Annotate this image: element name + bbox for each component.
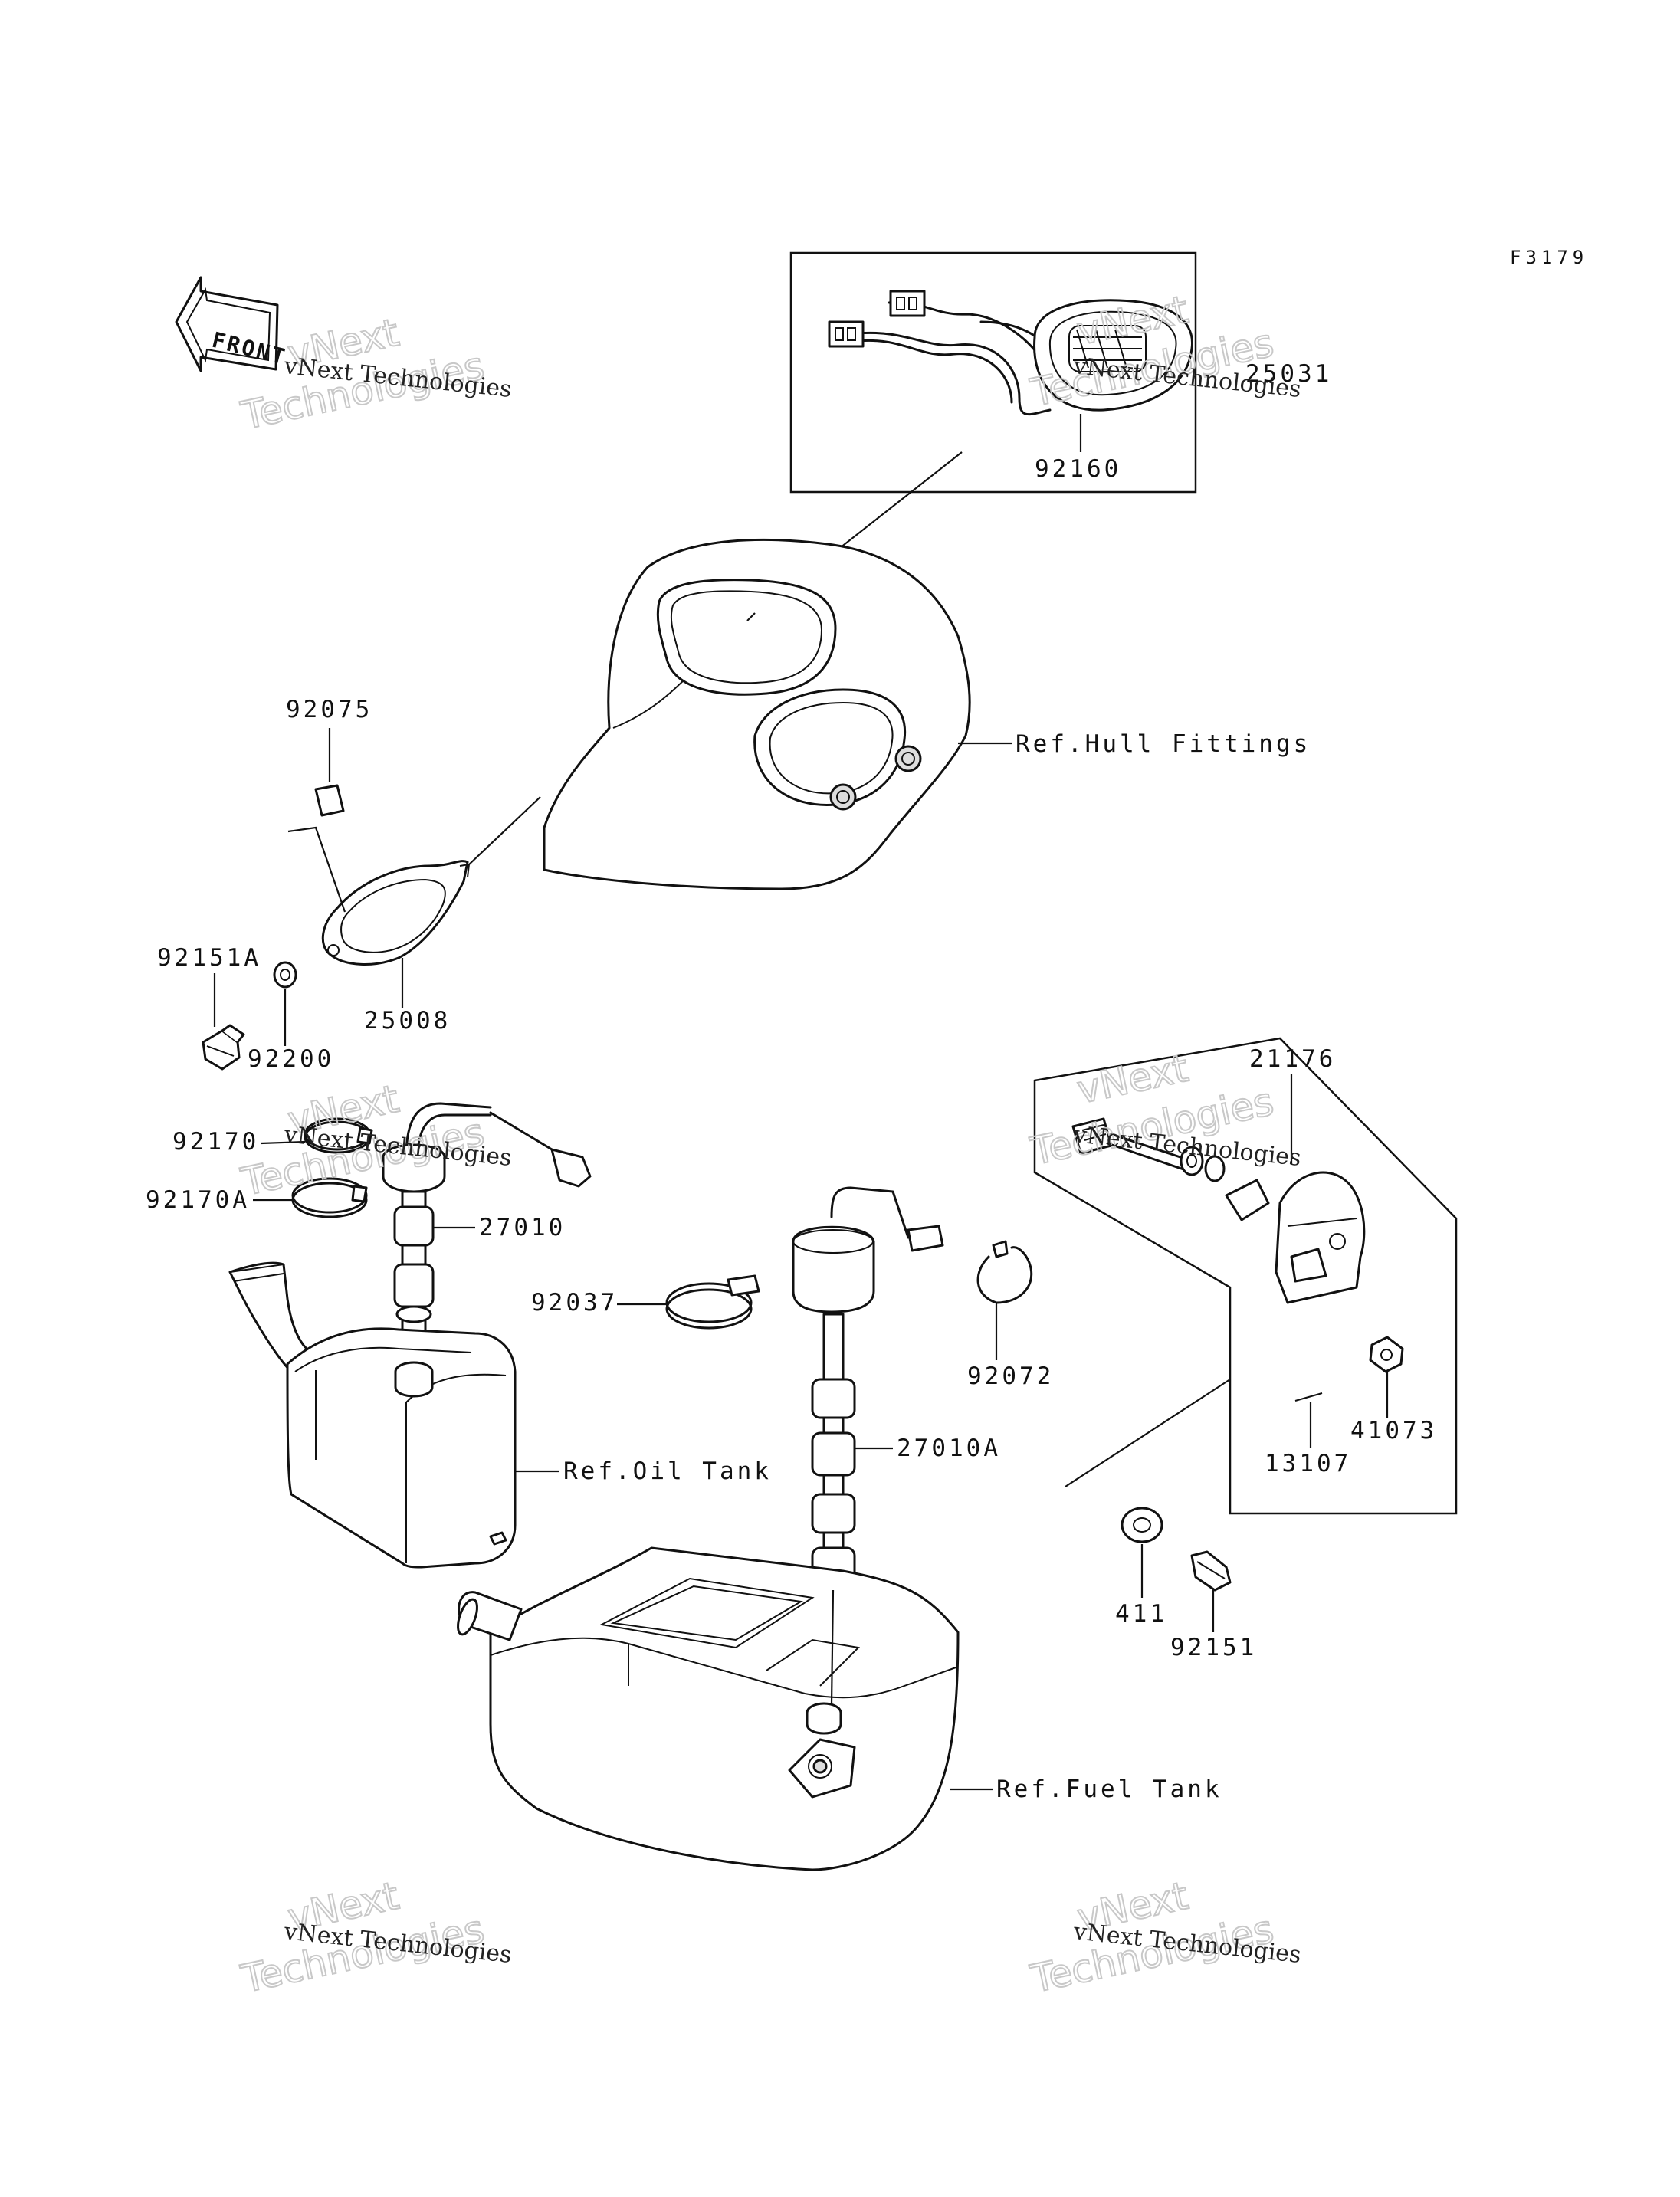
label-21176: 21176 [1249, 1045, 1336, 1073]
label-92170: 92170 [172, 1128, 259, 1156]
ref-hull-fittings: Ref.Hull Fittings [1016, 730, 1311, 758]
ref-fuel-tank: Ref.Fuel Tank [996, 1776, 1222, 1803]
fuel-sensor-27010a [792, 1186, 944, 1607]
pad-92075-icon [314, 784, 345, 817]
nut-41073-icon [1369, 1336, 1404, 1373]
label-25008: 25008 [364, 1007, 451, 1035]
label-41073: 41073 [1350, 1417, 1437, 1444]
watermark-6: vNext Technologies vNext Technologies [1025, 1873, 1302, 2002]
front-arrow-icon: FRONT [175, 276, 290, 372]
label-92037: 92037 [531, 1289, 618, 1317]
oil-sensor-27010 [382, 1102, 592, 1346]
label-25031: 25031 [1245, 360, 1332, 388]
label-92072: 92072 [967, 1362, 1054, 1390]
pin-13107-icon [1294, 1392, 1323, 1402]
label-92170a: 92170A [146, 1186, 250, 1214]
label-13107: 13107 [1265, 1450, 1351, 1477]
label-92200: 92200 [248, 1045, 334, 1073]
watermark-1: vNext Technologies vNext Technologies [236, 310, 513, 439]
clamp-92170-icon [304, 1117, 373, 1154]
fuel-tank [457, 1546, 960, 1871]
label-411: 411 [1115, 1600, 1167, 1628]
label-92151: 92151 [1170, 1634, 1257, 1661]
meter-unit-icon [1033, 299, 1194, 412]
label-92075: 92075 [286, 696, 372, 723]
meter-inset-box [789, 251, 1197, 494]
hull-console [543, 538, 971, 890]
bolt-92151a-icon [202, 1024, 245, 1071]
label-92160: 92160 [1035, 455, 1121, 483]
label-27010: 27010 [479, 1214, 566, 1241]
washer-411-icon [1121, 1507, 1163, 1543]
watermark-5: vNext Technologies vNext Technologies [236, 1873, 513, 2002]
bracket-25008 [321, 796, 541, 966]
clamp-92037-icon [665, 1274, 760, 1330]
clip-92072-icon [976, 1240, 1033, 1304]
bolt-92151-icon [1190, 1550, 1232, 1592]
label-92151a: 92151A [157, 944, 261, 972]
label-27010a: 27010A [897, 1435, 1001, 1462]
figure-code: F3179 [1510, 247, 1588, 268]
sender-inset-box [1033, 1037, 1458, 1515]
watermark-3: vNext Technologies vNext Technologies [236, 1076, 513, 1205]
oil-tank [228, 1261, 517, 1569]
ref-oil-tank: Ref.Oil Tank [563, 1458, 772, 1485]
washer-92200-icon [273, 961, 297, 989]
clamp-92170a-icon [291, 1177, 368, 1218]
